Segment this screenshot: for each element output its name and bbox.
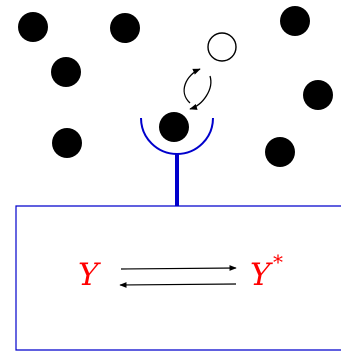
unbinding-arrow bbox=[189, 75, 212, 110]
ligand-dot bbox=[52, 128, 82, 158]
ligand-dot bbox=[280, 6, 310, 36]
forward-arrow bbox=[120, 265, 237, 271]
ligand-dot bbox=[18, 12, 48, 42]
ligand-dot bbox=[110, 13, 140, 43]
unbound-ligand-circle bbox=[207, 32, 237, 62]
cell-box bbox=[15, 205, 341, 351]
receptor-state-y-star: Y bbox=[250, 257, 273, 293]
bound-ligand-dot bbox=[159, 112, 189, 142]
ligand-dot bbox=[303, 80, 333, 110]
receptor-state-y: Y bbox=[78, 257, 101, 293]
ligand-dot bbox=[265, 137, 295, 167]
reverse-arrow bbox=[119, 282, 237, 288]
receptor-state-superscript: * bbox=[273, 250, 283, 274]
binding-arrow bbox=[183, 68, 201, 104]
ligand-dot bbox=[51, 57, 81, 87]
receptor-cup bbox=[140, 117, 214, 155]
